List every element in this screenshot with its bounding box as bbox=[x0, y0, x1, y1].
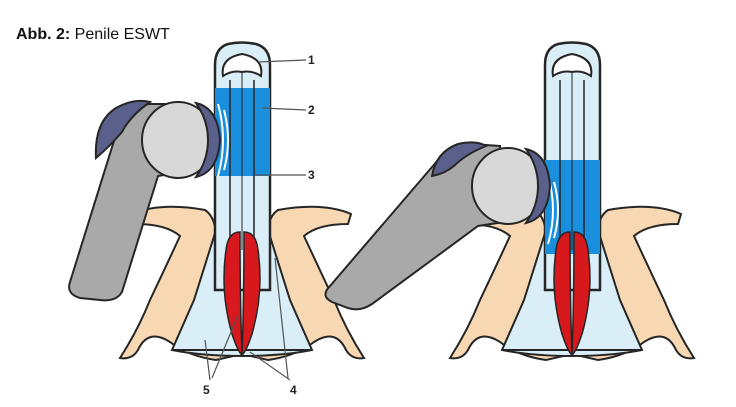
corpus-cavernosum-right-b bbox=[571, 231, 591, 357]
shockwave-applicator-left bbox=[68, 99, 222, 302]
label-4: 4 bbox=[290, 383, 297, 397]
caption-text: Penile ESWT bbox=[74, 26, 170, 43]
left-illustration: 1 2 3 5 4 bbox=[68, 41, 366, 397]
glans-right bbox=[551, 52, 593, 78]
label-3: 3 bbox=[308, 168, 315, 182]
label-2: 2 bbox=[308, 103, 315, 117]
figure-caption: Abb. 2: Penile ESWT bbox=[16, 26, 170, 44]
label-5: 5 bbox=[203, 383, 210, 397]
glans-left bbox=[221, 52, 263, 78]
right-illustration bbox=[324, 41, 696, 362]
shockwave-applicator-right bbox=[324, 141, 552, 311]
label-1: 1 bbox=[308, 53, 315, 67]
caption-lead: Abb. 2: bbox=[16, 26, 71, 43]
corpus-cavernosum-right-a bbox=[553, 231, 573, 357]
corpus-cavernosum-left-a bbox=[223, 231, 243, 357]
corpus-cavernosum-left-b bbox=[241, 231, 261, 357]
